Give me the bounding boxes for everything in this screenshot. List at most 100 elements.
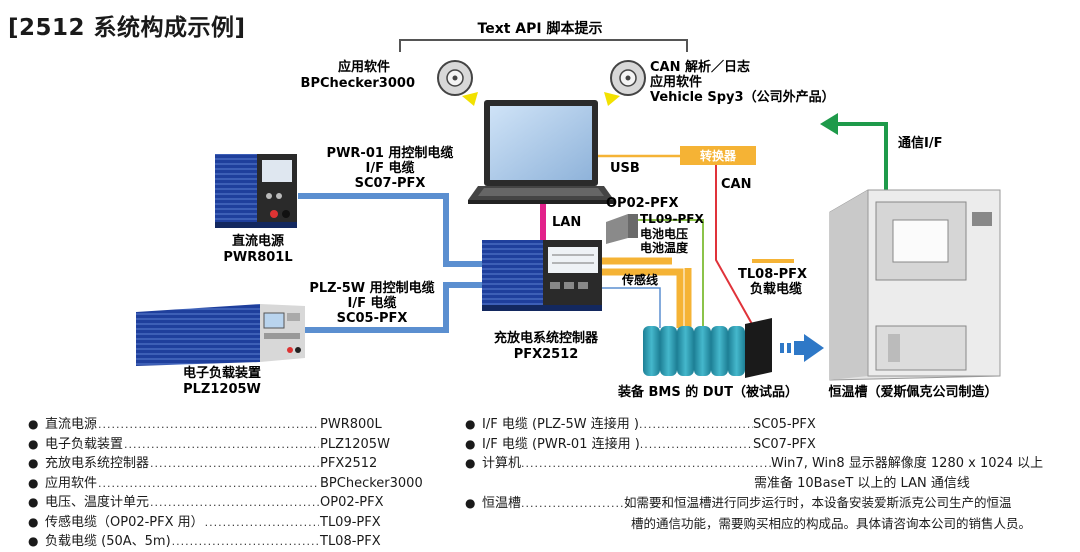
spec-name: 恒温槽 [482, 496, 522, 511]
cable-tl08-load [602, 257, 692, 328]
spec-name: 直流电源 [45, 417, 98, 432]
bullet-icon: ● [28, 417, 39, 431]
app1-label-b: BPChecker3000 [301, 76, 415, 91]
spec-row: ● 电压、温度计单元 OP02-PFX [28, 493, 438, 513]
bullet-icon: ● [28, 534, 39, 548]
leader-dots [639, 415, 753, 435]
leader-dots [98, 474, 319, 494]
spec-value: OP02-PFX [320, 495, 384, 510]
pwr-cable-label-c: SC07-PFX [355, 176, 426, 191]
tl09-label-c: 电池温度 [640, 240, 689, 255]
app2-label-b: 应用软件 [650, 74, 702, 90]
spec-row-continued: 需准备 10BaseT 以上的 LAN 通信线 [465, 474, 1077, 494]
leader-dots [640, 435, 753, 455]
sensor-label: 传感线 [621, 272, 658, 287]
spec-value: 如需要和恒温槽进行同步运行时，本设备安装爱斯派克公司生产的恒温 [624, 495, 1012, 510]
cable-sc05-pfx [305, 282, 492, 333]
chamber-label: 恒温槽（爱斯佩克公司制造） [828, 384, 997, 400]
yellow-arrow-icon [604, 92, 620, 106]
bullet-icon: ● [28, 456, 39, 470]
plz-cable-label-b: I/F 电缆 [348, 295, 397, 311]
spec-value: Win7, Win8 显示器解像度 1280 x 1024 以上 [771, 456, 1044, 471]
bullet-icon: ● [28, 514, 39, 529]
app2-label-a: CAN 解析／日志 [650, 59, 750, 75]
op02-pfx-unit [606, 214, 638, 244]
text-api-bracket: Text API 脚本提示 [399, 20, 688, 52]
ctrl-label-b: PFX2512 [514, 347, 579, 362]
spec-value: PWR800L [320, 417, 382, 432]
spec-row: ● 电子负载装置 PLZ1205W [28, 435, 438, 455]
spec-name: I/F 电缆 (PWR-01 连接用 ) [482, 436, 640, 452]
spec-row: ● 充放电系统控制器 PFX2512 [28, 454, 438, 474]
usb-label: USB [610, 161, 640, 176]
spec-row: ● 负载电缆 (50A、5m) TL08-PFX [28, 532, 438, 552]
page-title: [2512 系统构成示例] [8, 15, 246, 41]
lan-label: LAN [552, 215, 581, 230]
spec-value: SC05-PFX [753, 417, 816, 432]
comm-arrow-icon [820, 113, 888, 190]
spec-name: 电压、温度计单元 [45, 495, 150, 510]
electronic-load [136, 304, 305, 366]
spec-value: TL08-PFX [320, 534, 381, 549]
spec-value: SC07-PFX [753, 436, 816, 452]
pfx2512-controller [482, 240, 602, 311]
spec-row-continued: 槽的通信功能，需要购买相应的构成品。具体请咨询本公司的销售人员。 [465, 514, 1077, 534]
dc-power-supply [215, 154, 297, 228]
thermal-chamber [829, 189, 1001, 381]
leader-dots [124, 435, 319, 455]
text-api-label: Text API 脚本提示 [478, 20, 603, 37]
tl09-label-a: TL09-PFX [640, 212, 705, 226]
leader-dots [172, 532, 319, 552]
spec-row: ●I/F 电缆 (PWR-01 连接用 )SC07-PFX [465, 435, 825, 455]
spec-list-right: ● I/F 电缆 (PLZ-5W 连接用 ) SC05-PFX ● I/F 电缆 (P… [465, 415, 1077, 533]
psu-label-b: PWR801L [223, 250, 292, 265]
pwr-cable-label-b: I/F 电缆 [366, 160, 415, 176]
system-diagram: Text API 脚本提示 应用软件 BPChecker3000 CAN 解析／… [136, 20, 1001, 400]
bullet-icon: ● [28, 495, 39, 509]
bullet-icon: ● [28, 475, 39, 490]
leader-dots [98, 415, 319, 435]
plz-cable-label-a: PLZ-5W 用控制电缆 [309, 280, 434, 296]
load-label-a: 电子负载装置 [183, 365, 261, 381]
spec-value: PFX2512 [320, 456, 378, 471]
cd-disc-icon [610, 60, 646, 96]
spec-name: 传感电缆（OP02-PFX 用） [45, 514, 204, 530]
spec-name: 充放电系统控制器 [45, 456, 150, 471]
spec-name: 电子负载装置 [45, 436, 124, 452]
cable-sensor [602, 219, 704, 328]
spec-value-continued: 需准备 10BaseT 以上的 LAN 通信线 [754, 475, 970, 491]
op02-label: OP02-PFX [606, 196, 679, 211]
ctrl-label-a: 充放电系统控制器 [494, 330, 599, 346]
spec-value-continued: 槽的通信功能，需要购买相应的构成品。具体请咨询本公司的销售人员。 [631, 515, 1032, 531]
dut-battery-pack [643, 318, 772, 378]
laptop-computer [468, 100, 614, 204]
spec-list-left: ● 直流电源 PWR800L ● 电子负载装置 PLZ1205W ● 充放电系统控制器 PF… [28, 415, 438, 552]
spec-value: BPChecker3000 [320, 475, 423, 491]
leader-dots [521, 454, 771, 474]
cable-sc07-pfx [298, 193, 492, 267]
spec-name: 应用软件 [45, 475, 98, 491]
psu-label-a: 直流电源 [232, 233, 284, 249]
bullet-icon: ● [465, 417, 476, 431]
leader-dots [150, 493, 319, 513]
app1-label-a: 应用软件 [338, 59, 390, 75]
spec-row: ● 直流电源 PWR800L [28, 415, 438, 435]
spec-value: PLZ1205W [320, 436, 390, 452]
bullet-icon: ● [465, 496, 476, 510]
spec-name: I/F 电缆 (PLZ-5W 连接用 ) [482, 417, 639, 432]
spec-row: ● 恒温槽 如需要和恒温槽进行同步运行时，本设备安装爱斯派克公司生产的恒温 [465, 493, 1077, 514]
converter-label: 转换器 [700, 148, 737, 163]
app2-label-c: Vehicle Spy3（公司外产品） [650, 89, 835, 105]
cable-can [715, 164, 753, 325]
load-label-b: PLZ1205W [183, 382, 261, 397]
converter-box: 转换器 [680, 146, 756, 165]
pwr-cable-label-a: PWR-01 用控制电缆 [327, 145, 454, 161]
spec-row: ● 应用软件 BPChecker3000 [28, 474, 438, 494]
plz-cable-label-c: SC05-PFX [337, 311, 408, 326]
spec-name: 负载电缆 (50A、5m) [45, 534, 171, 549]
tl09-label-b: 电池电压 [640, 226, 688, 241]
dut-label: 装备 BMS 的 DUT（被试品） [617, 384, 798, 400]
bullet-icon: ● [465, 456, 476, 470]
spec-name: 计算机 [482, 456, 522, 471]
bullet-icon: ● [28, 436, 39, 451]
